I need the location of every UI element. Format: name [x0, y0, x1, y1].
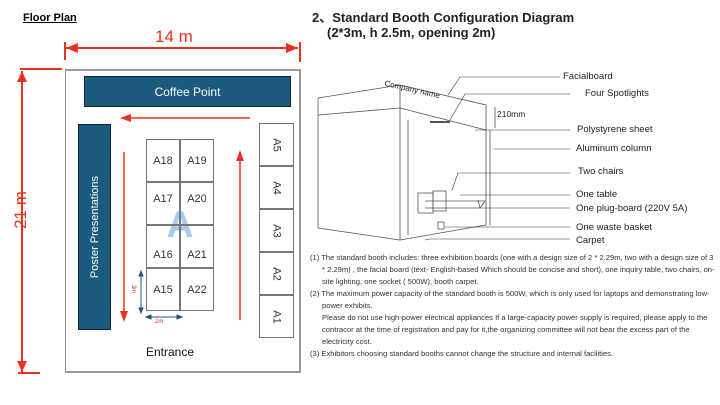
booth-label: A19 [187, 154, 207, 167]
booth-a19[interactable]: A19 [180, 139, 214, 182]
booth-subtitle: (2*3m, h 2.5m, opening 2m) [327, 25, 496, 40]
coffee-point-label: Coffee Point [154, 84, 221, 99]
label-chairs: Two chairs [578, 166, 624, 177]
booth-label: A4 [270, 180, 283, 195]
booth-a22[interactable]: A22 [180, 268, 214, 311]
booth-a16[interactable]: A16 [146, 225, 180, 268]
coffee-point-area: Coffee Point [84, 76, 291, 107]
booth-a1[interactable]: A1 [259, 295, 294, 338]
label-polystyrene: Polystyrene sheet [577, 124, 653, 135]
note-2: (2) The maximum power capacity of the st… [310, 289, 710, 310]
booth-label: A2 [270, 266, 283, 281]
label-facialboard: Facialboard [563, 71, 613, 82]
note-1: (1) The standard booth includes: three e… [310, 253, 715, 286]
facialboard-height-label: 210mm [497, 109, 526, 119]
booth-label: A22 [187, 283, 207, 296]
booth-label: A17 [153, 193, 173, 205]
label-plug-board: One plug-board (220V 5A) [576, 203, 688, 214]
booth-a3[interactable]: A3 [259, 209, 294, 252]
booth-a15[interactable]: A15 [146, 268, 180, 311]
label-carpet: Carpet [576, 235, 605, 246]
note-2-continued: Please do not use high-power electrical … [322, 313, 708, 346]
dimension-arrows [17, 42, 301, 374]
booth-a20[interactable]: A20 [180, 182, 214, 225]
entrance-label: Entrance [146, 345, 195, 359]
booth-label: A15 [153, 283, 173, 296]
booth-label: A3 [270, 223, 283, 238]
hall-outline [65, 69, 301, 373]
label-table: One table [576, 189, 618, 200]
booth-a4[interactable]: A4 [259, 166, 294, 209]
booth-notes: (1) The standard booth includes: three e… [310, 252, 715, 360]
booth-title: 2、Standard Booth Configuration Diagram [312, 10, 575, 25]
width-dimension-label: 14 m [155, 27, 193, 46]
label-spotlights: Four Spotlights [585, 88, 649, 99]
booth-depth-label: 3m [130, 284, 137, 294]
booth-a18[interactable]: A18 [146, 139, 180, 182]
poster-label: Poster Presentations [88, 175, 101, 279]
label-waste-basket: One waste basket [576, 222, 653, 233]
booth-a21[interactable]: A21 [180, 225, 214, 268]
booth-illustration [317, 76, 570, 241]
booth-width-label: 2m [155, 319, 164, 325]
booth-diagram-title: 2、Standard Booth Configuration Diagram (… [312, 10, 574, 40]
booth-a5[interactable]: A5 [259, 123, 294, 166]
note-3: (3) Exhibitors choosing standard booths … [310, 349, 614, 358]
booth-label: A1 [270, 309, 283, 324]
booth-label: A18 [153, 154, 173, 167]
booth-label: A20 [187, 193, 207, 205]
booth-a2[interactable]: A2 [259, 252, 294, 295]
floor-plan-title: Floor Plan [23, 12, 77, 24]
booth-label: A21 [187, 249, 207, 261]
label-aluminum: Aluminum column [576, 143, 652, 154]
poster-presentations-area: Poster Presentations [78, 124, 111, 330]
booth-label: A5 [270, 137, 283, 152]
booth-label: A16 [153, 249, 173, 261]
booth-a17[interactable]: A17 [146, 182, 180, 225]
